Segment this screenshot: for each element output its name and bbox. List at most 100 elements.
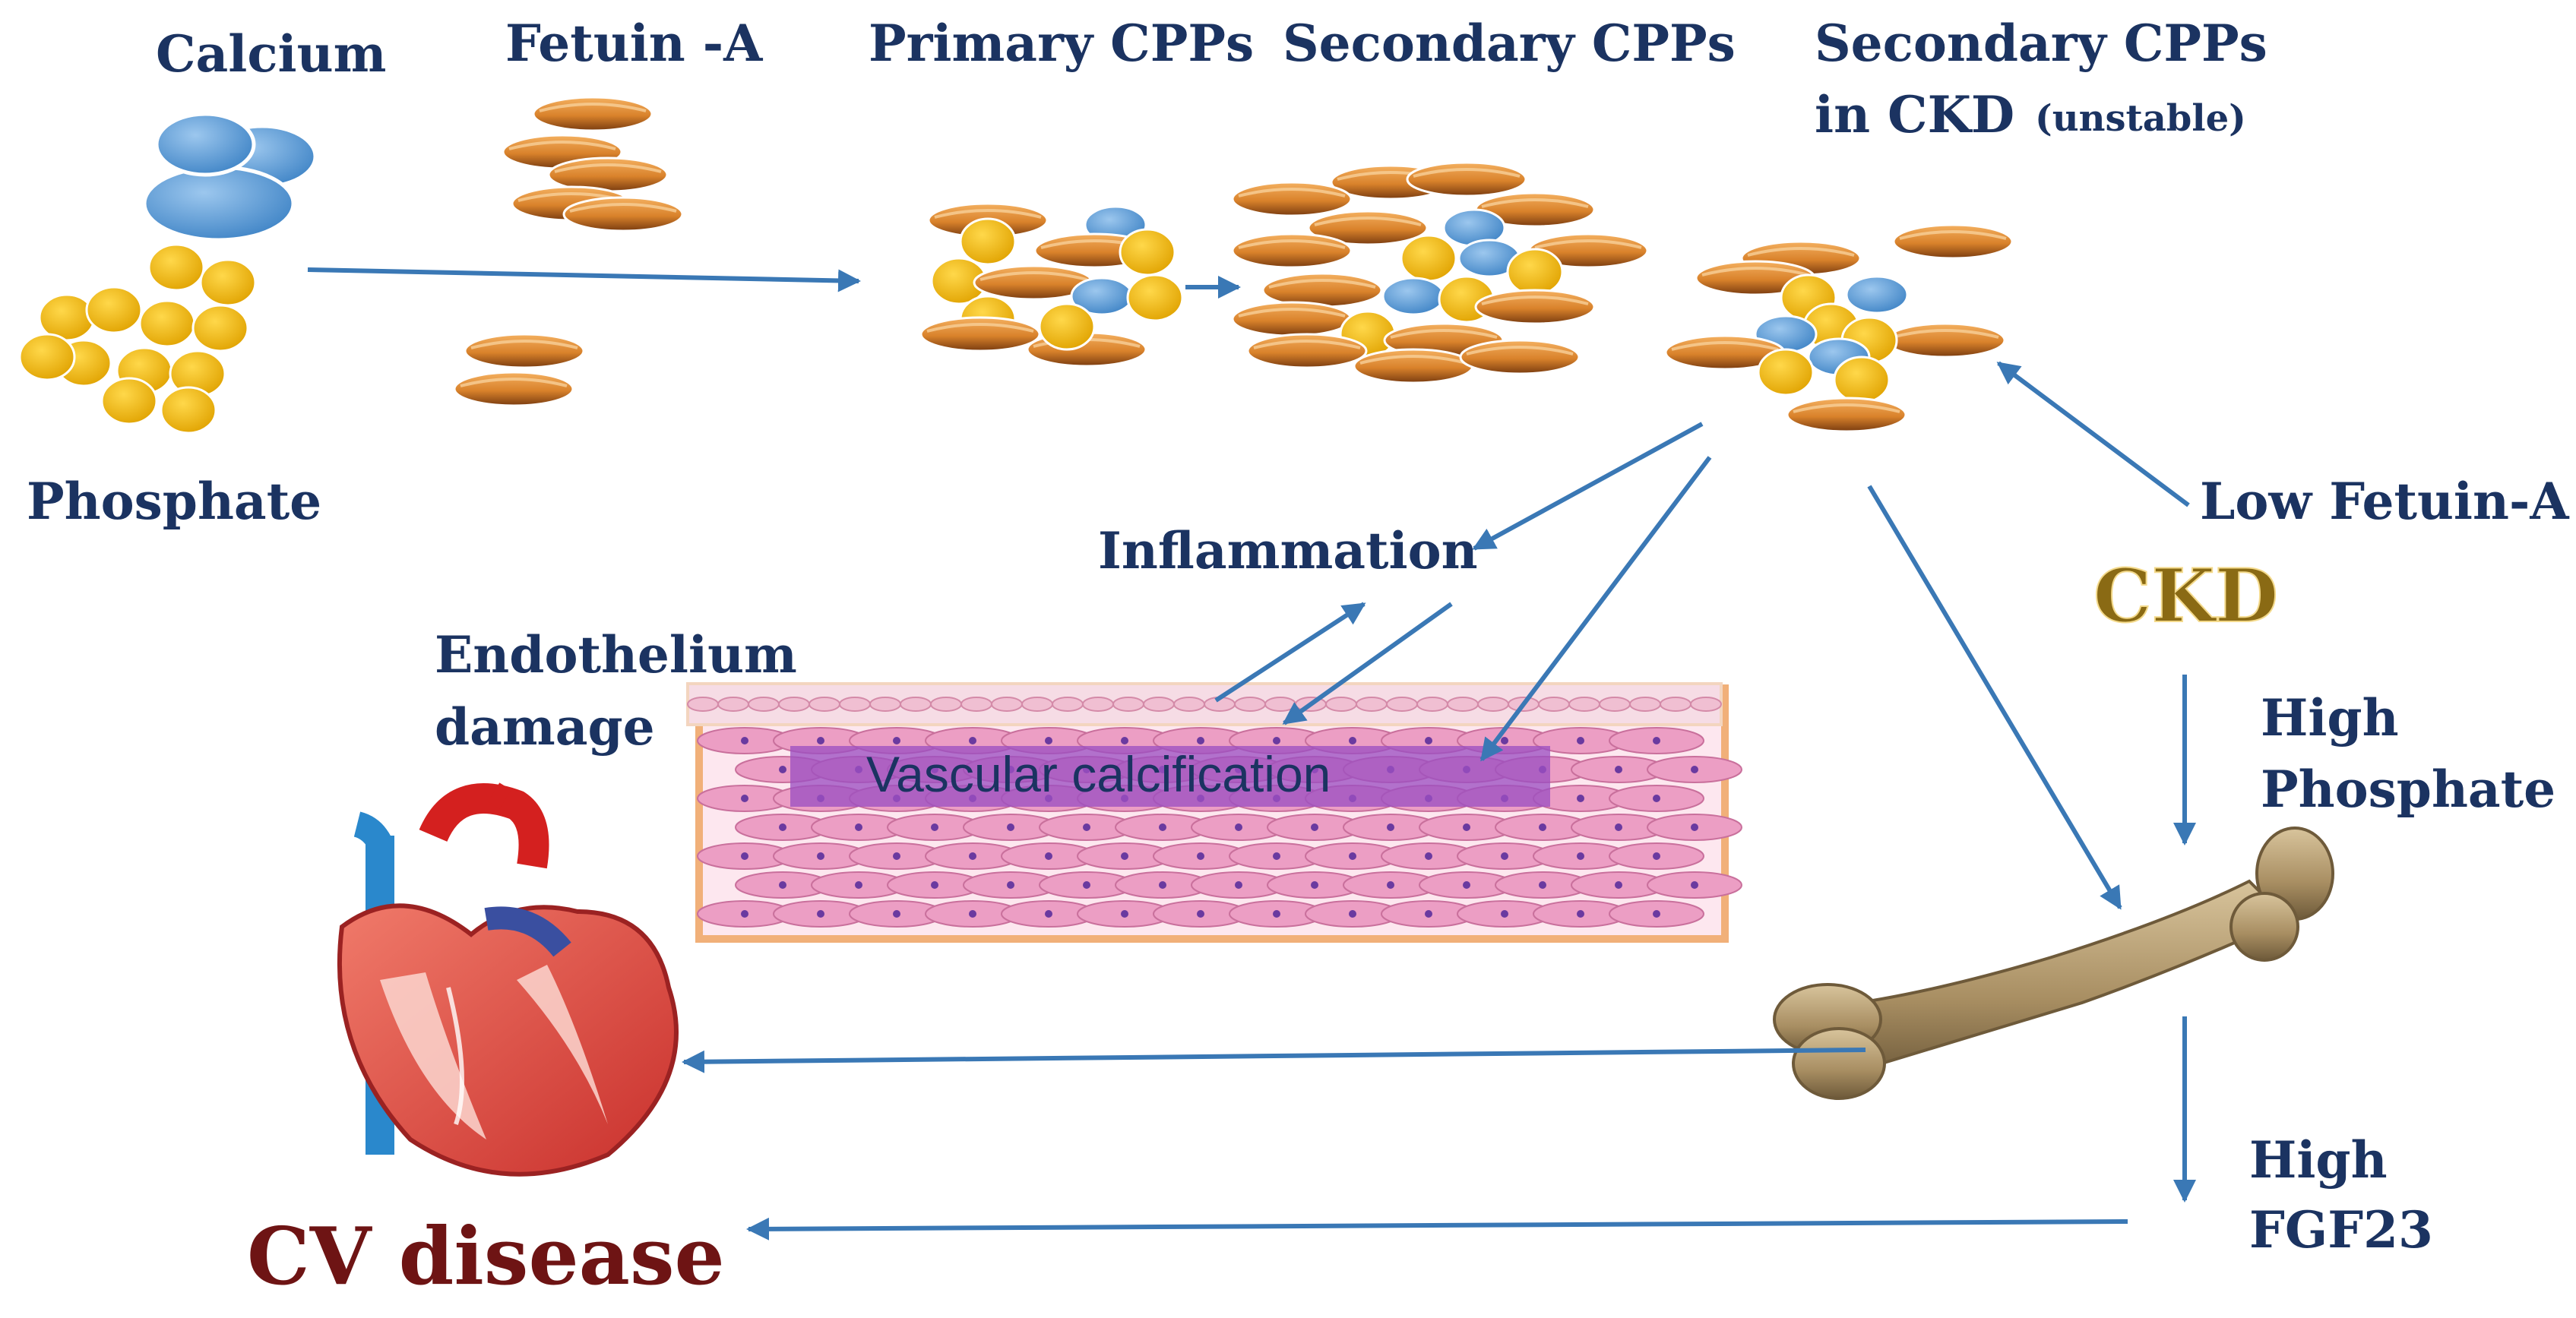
cell-nucleus [1349, 910, 1356, 918]
fetuin-a-particles [453, 96, 684, 407]
cell-nucleus [1387, 881, 1394, 889]
arrows [307, 267, 2196, 1241]
bone-illustration [1773, 827, 2334, 1100]
endothelial-cell [991, 697, 1023, 712]
endothelial-cell [1538, 697, 1570, 712]
cell-nucleus [1159, 823, 1166, 831]
cell-nucleus [855, 881, 862, 889]
cell-nucleus [1653, 910, 1660, 918]
cell-nucleus [817, 910, 824, 918]
cell-nucleus [1045, 910, 1052, 918]
cell-nucleus [1577, 737, 1584, 744]
cell-nucleus [1653, 737, 1660, 744]
cell-nucleus [1083, 823, 1090, 831]
cell-nucleus [1425, 852, 1432, 860]
endothelial-cell [687, 697, 719, 712]
arrow-bone-to-heart [682, 1048, 1866, 1073]
label-secondary-cpps: Secondary CPPs [1283, 14, 1736, 73]
cell-nucleus [779, 766, 786, 773]
cell-nucleus [1197, 852, 1204, 860]
arrow-cpps-to-calcification [1479, 456, 1712, 762]
cell-nucleus [893, 737, 900, 744]
endothelial-cell [1568, 697, 1600, 712]
arrow-ingredients-to-primary [307, 267, 861, 292]
label-high-phosphate-1: High [2261, 688, 2399, 747]
endothelial-cell [1447, 697, 1479, 712]
cell-nucleus [1349, 852, 1356, 860]
cell-nucleus [1273, 737, 1280, 744]
endothelial-cell [748, 697, 780, 712]
cell-nucleus [893, 910, 900, 918]
label-ckd: CKD [2093, 553, 2278, 639]
arrow-inflammation-to-vessel [1282, 602, 1453, 725]
label-fetuin-a: Fetuin -A [505, 14, 763, 73]
cell-nucleus [1007, 881, 1014, 889]
cell-nucleus [1615, 823, 1622, 831]
cell-nucleus [1311, 881, 1318, 889]
endothelial-cell [717, 697, 749, 712]
arrow-cpps-to-inflammation [1472, 422, 1704, 551]
endothelial-cell [1234, 697, 1266, 712]
cell-nucleus [1121, 737, 1128, 744]
cell-nucleus [1197, 910, 1204, 918]
label-secondary-cpps-ckd: Secondary CPPs [1815, 14, 2267, 73]
label-damage: damage [435, 697, 655, 757]
cell-nucleus [969, 852, 976, 860]
endothelial-cell [839, 697, 871, 712]
cell-nucleus [741, 795, 748, 802]
cell-nucleus [1121, 852, 1128, 860]
arrow-endothelium-to-inflammation [1214, 602, 1366, 703]
endothelial-cell [1021, 697, 1053, 712]
label-in-ckd: in CKD [1815, 85, 2014, 144]
cell-nucleus [741, 910, 748, 918]
endothelial-cell [1477, 697, 1509, 712]
cell-nucleus [1653, 795, 1660, 802]
label-endothelium: Endothelium [435, 625, 797, 684]
cell-nucleus [1691, 766, 1698, 773]
endothelial-cell [1143, 697, 1175, 712]
endothelial-cell [1082, 697, 1114, 712]
cell-nucleus [817, 737, 824, 744]
calcium-particles [142, 112, 318, 242]
cell-nucleus [1349, 737, 1356, 744]
cell-nucleus [1045, 852, 1052, 860]
cell-nucleus [1691, 823, 1698, 831]
label-calcium: Calcium [156, 24, 386, 84]
endothelial-cell [869, 697, 901, 712]
label-high-phosphate-2: Phosphate [2261, 760, 2555, 819]
cell-nucleus [1577, 910, 1584, 918]
cell-nucleus [969, 737, 976, 744]
cell-nucleus [1539, 881, 1546, 889]
cell-nucleus [1121, 910, 1128, 918]
cell-nucleus [741, 852, 748, 860]
cell-nucleus [1577, 852, 1584, 860]
endothelial-cell [1173, 697, 1205, 712]
cell-nucleus [1273, 910, 1280, 918]
cell-nucleus [1615, 766, 1622, 773]
arrow-fgf23-to-cv [746, 1217, 2128, 1241]
endothelial-cell [960, 697, 992, 712]
cell-nucleus [931, 881, 938, 889]
endothelial-cell [930, 697, 962, 712]
cell-nucleus [1197, 737, 1204, 744]
cell-nucleus [1691, 881, 1698, 889]
endothelial-cell [1264, 697, 1296, 712]
cell-nucleus [1007, 823, 1014, 831]
cell-nucleus [1577, 795, 1584, 802]
cell-nucleus [779, 881, 786, 889]
endothelial-cell [809, 697, 840, 712]
cell-nucleus [779, 823, 786, 831]
cell-nucleus [1501, 910, 1508, 918]
cell-nucleus [1273, 852, 1280, 860]
heart-illustration [337, 782, 679, 1177]
cell-nucleus [1425, 910, 1432, 918]
phosphate-particles [18, 243, 257, 435]
endothelial-cell [1052, 697, 1084, 712]
endothelial-cell [1325, 697, 1357, 712]
cell-nucleus [1501, 852, 1508, 860]
cell-nucleus [969, 910, 976, 918]
secondary-cpps-ckd-cluster [1664, 223, 2014, 433]
label-inflammation: Inflammation [1098, 521, 1478, 580]
